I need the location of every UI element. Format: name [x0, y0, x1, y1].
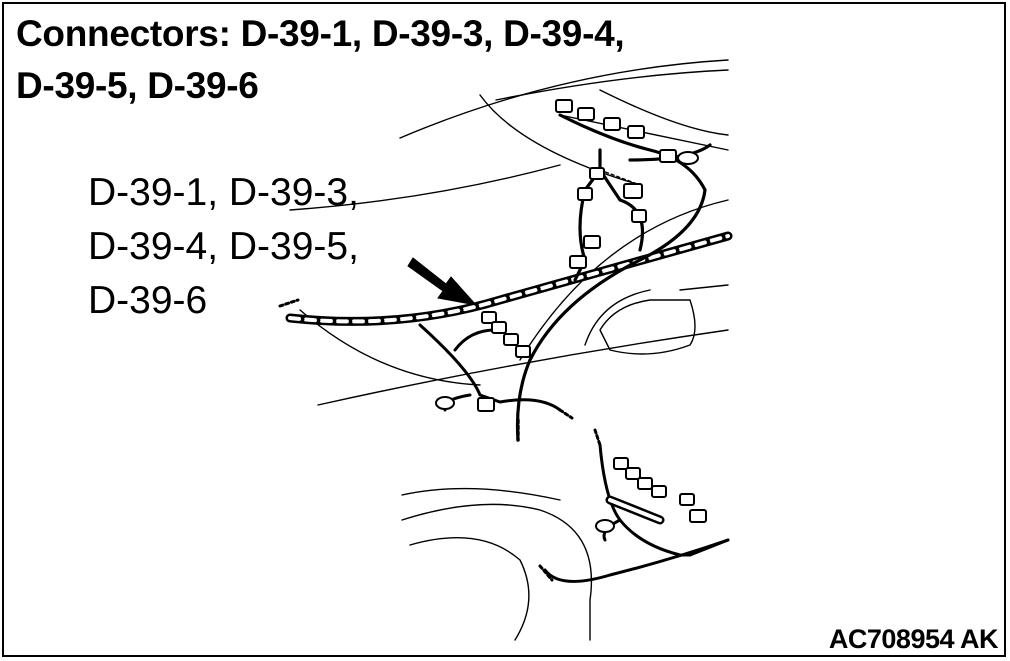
- page-title: Connectors: D-39-1, D-39-3, D-39-4, D-39…: [16, 8, 625, 112]
- callout-line-3: D-39-6: [88, 279, 208, 322]
- title-line-2: D-39-5, D-39-6: [16, 65, 259, 106]
- callout-line-2: D-39-4, D-39-5,: [88, 225, 359, 268]
- connector-callout-label: D-39-1, D-39-3, D-39-4, D-39-5, D-39-6: [88, 166, 359, 328]
- callout-line-1: D-39-1, D-39-3,: [88, 171, 359, 214]
- main-harness: [278, 231, 733, 326]
- connectors: [435, 99, 707, 533]
- arrow-icon: [407, 257, 478, 306]
- body-outline: [289, 59, 729, 641]
- lower-harness: [418, 323, 730, 583]
- figure-code: AC708954 AK: [828, 624, 999, 654]
- roof-harness: [515, 113, 712, 442]
- title-line-1: Connectors: D-39-1, D-39-3, D-39-4,: [16, 13, 625, 54]
